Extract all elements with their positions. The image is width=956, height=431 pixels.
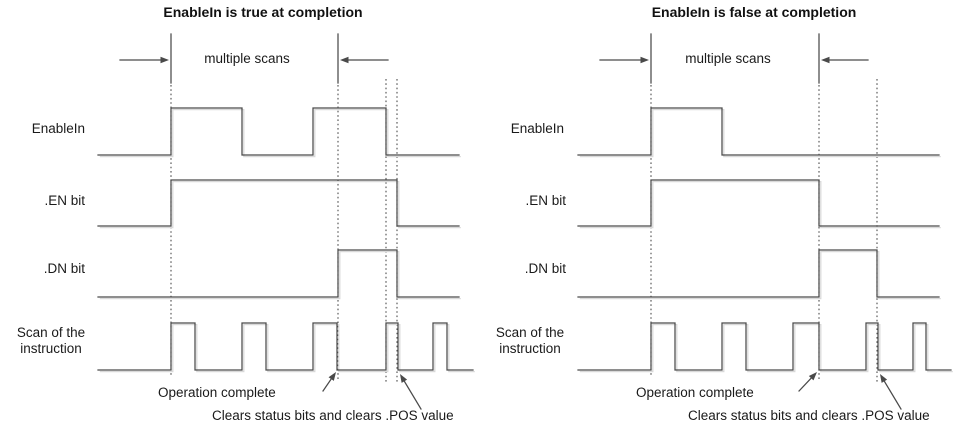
clears-status-arrow-head bbox=[880, 374, 888, 383]
clears-status-arrow-shaft bbox=[403, 380, 422, 410]
waveform-shadow bbox=[99, 180, 461, 229]
operation-complete-arrow-head bbox=[808, 372, 817, 381]
multiple-scans-label-left: multiple scans bbox=[204, 51, 290, 66]
waveform-shadow bbox=[99, 108, 461, 158]
multiple-scans-arrow-left-head bbox=[160, 56, 169, 64]
annotation-operation-complete-left: Operation complete bbox=[158, 385, 276, 400]
waveform-enablein bbox=[97, 107, 460, 156]
signal-label-enablein-right: EnableIn bbox=[510, 121, 564, 136]
signal-label-dn-bit-left: .DN bit bbox=[43, 261, 85, 276]
waveform-shadow bbox=[579, 250, 941, 300]
waveform--en-bit bbox=[97, 179, 460, 227]
annotation-operation-complete-right: Operation complete bbox=[636, 385, 754, 400]
annotation-clears-status-right: Clears status bits and clears .POS value bbox=[688, 408, 930, 423]
signal-label-en-bit-left: .EN bit bbox=[44, 193, 85, 208]
operation-complete-arrow-shaft bbox=[798, 377, 813, 392]
signal-label-enablein-left: EnableIn bbox=[31, 121, 85, 136]
waveform-enablein bbox=[577, 107, 940, 156]
signal-label-scan-left: Scan of the instruction bbox=[16, 325, 86, 356]
multiple-scans-arrow-left-head bbox=[640, 56, 649, 64]
waveform--dn-bit bbox=[577, 249, 940, 298]
waveform-shadow bbox=[99, 250, 461, 300]
clears-status-arrow-head bbox=[400, 374, 408, 383]
waveform--dn-bit bbox=[97, 249, 460, 298]
waveform--en-bit bbox=[577, 179, 940, 227]
panel-left-title: EnableIn is true at completion bbox=[163, 4, 363, 20]
multiple-scans-arrow-right-head bbox=[821, 56, 830, 64]
annotation-clears-status-left: Clears status bits and clears .POS value bbox=[212, 408, 454, 423]
multiple-scans-label-right: multiple scans bbox=[685, 51, 771, 66]
operation-complete-arrow-shaft bbox=[322, 378, 333, 392]
multiple-scans-arrow-right-head bbox=[340, 56, 349, 64]
waveform-shadow bbox=[579, 323, 953, 373]
waveform-scan-of-the-instruction bbox=[577, 322, 952, 371]
waveform-shadow bbox=[579, 108, 941, 158]
signal-label-scan-right: Scan of the instruction bbox=[495, 325, 565, 356]
waveform-shadow bbox=[99, 323, 475, 373]
waveform-scan-of-the-instruction bbox=[97, 322, 474, 371]
clears-status-arrow-shaft bbox=[883, 380, 902, 410]
signal-label-dn-bit-right: .DN bit bbox=[524, 261, 566, 276]
operation-complete-arrow-head bbox=[328, 372, 336, 381]
panel-right-title: EnableIn is false at completion bbox=[651, 4, 857, 20]
signal-label-en-bit-right: .EN bit bbox=[525, 193, 566, 208]
waveform-shadow bbox=[579, 180, 941, 229]
